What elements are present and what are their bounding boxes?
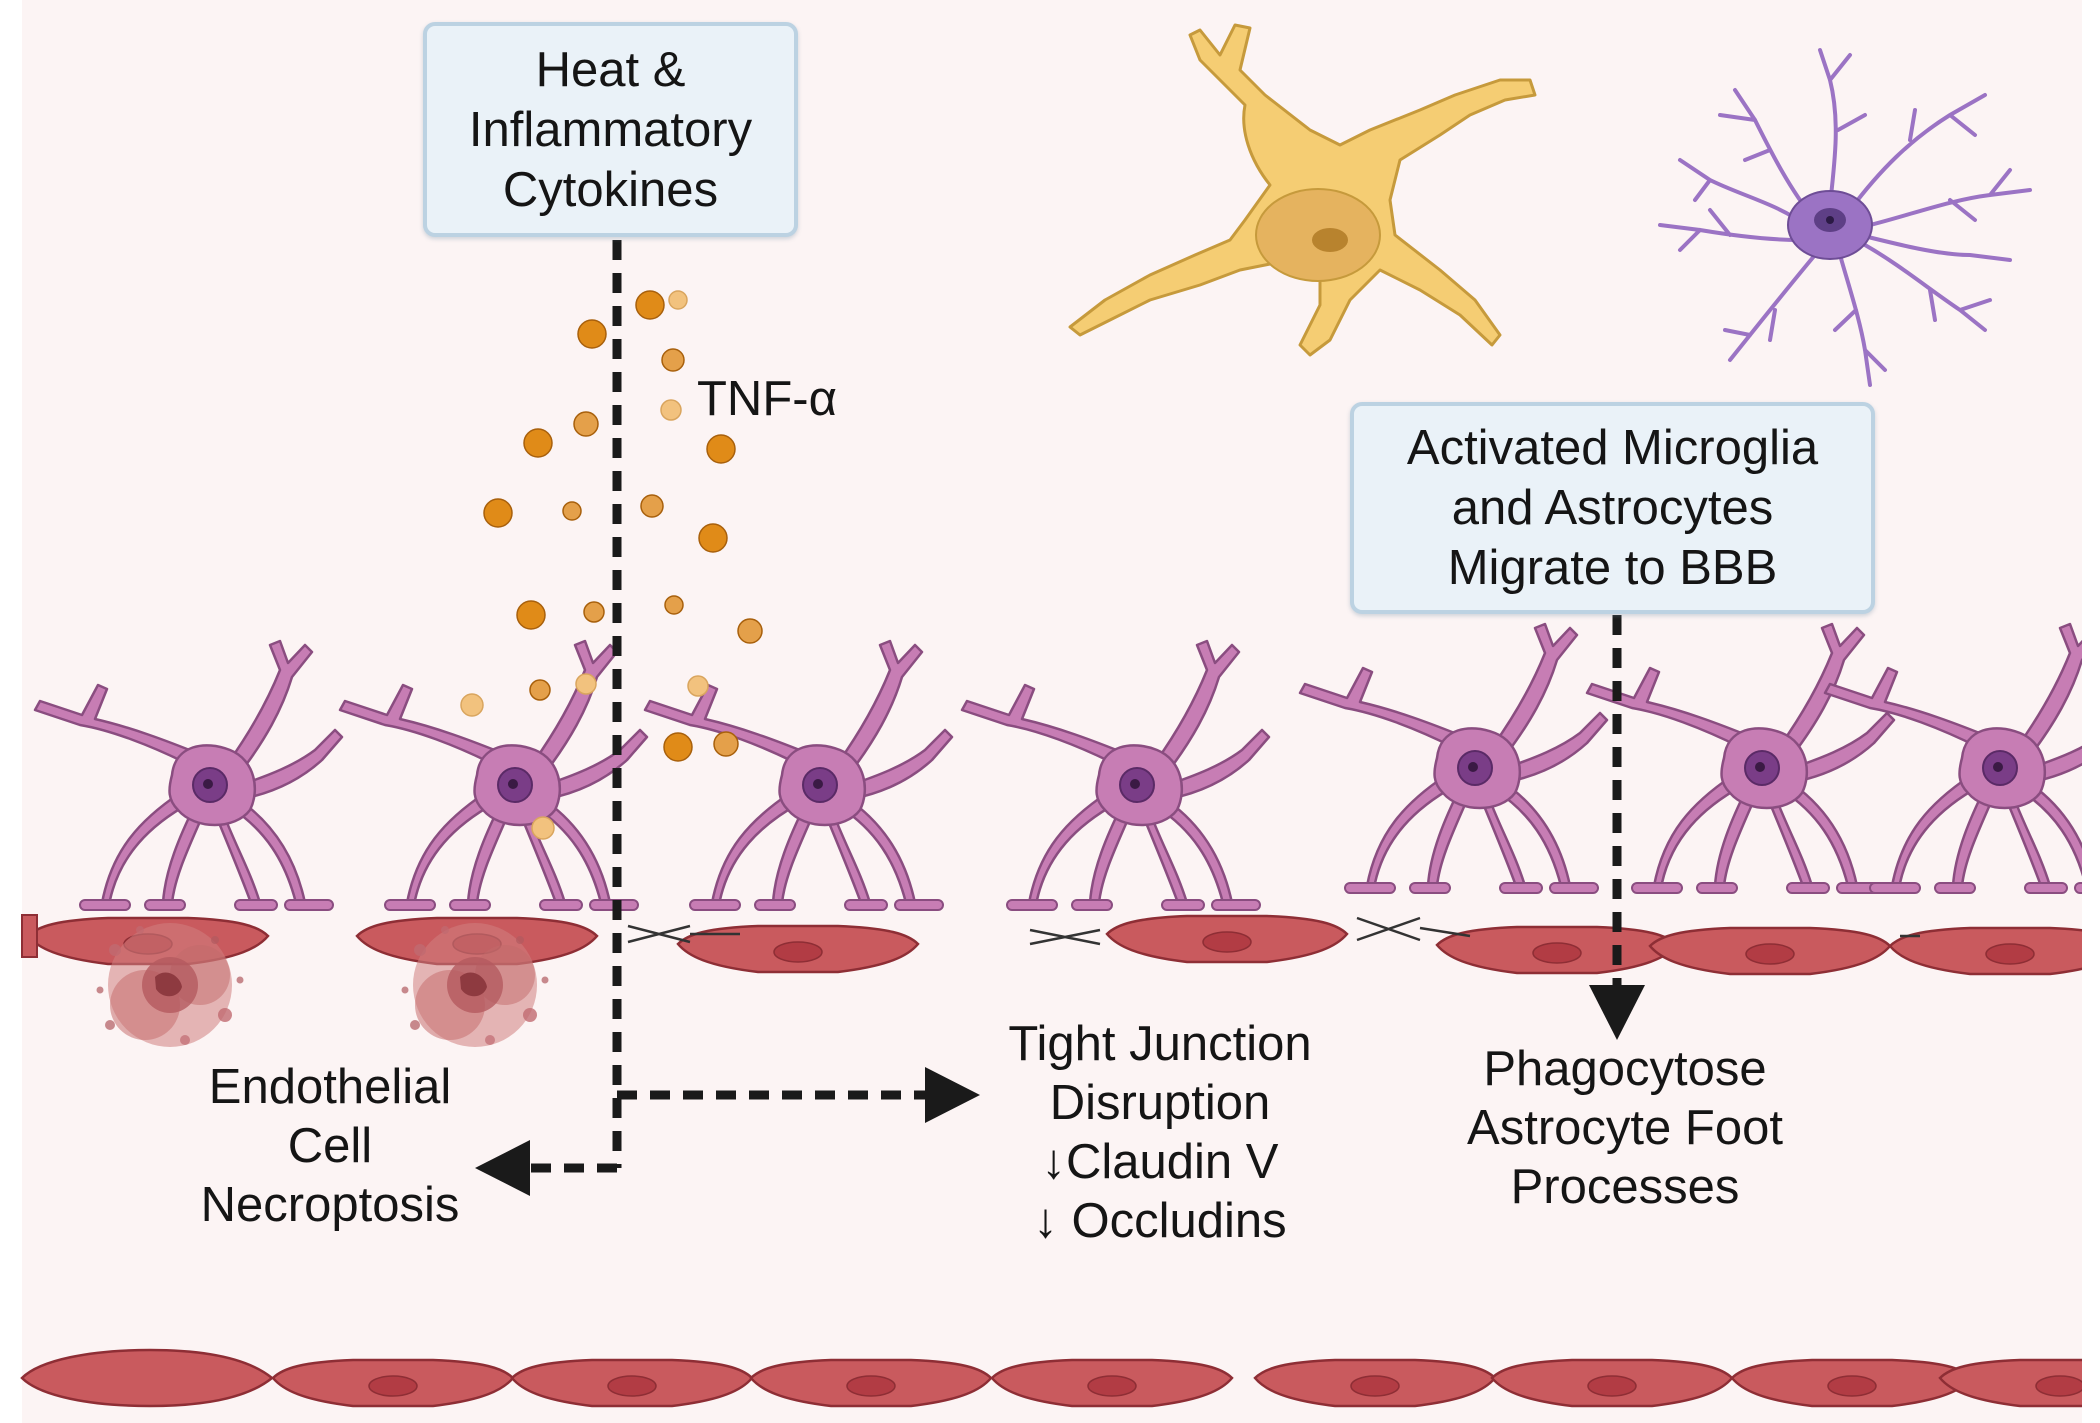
astrocyte-row [33,622,2100,912]
necroptosis-label: Endothelial Cell Necroptosis [160,1058,500,1235]
heat-cytokines-box: Heat & Inflammatory Cytokines [423,22,798,237]
tnf-alpha-particles [460,290,763,840]
tight-junction-line-3: ↓Claudin V [1041,1135,1279,1189]
microglia-cell [1068,23,1537,357]
necroptosis-line-1: Endothelial [208,1060,452,1114]
tight-junction-label: Tight Junction Disruption ↓Claudin V ↓ O… [970,1015,1350,1251]
necroptosis-line-3: Necroptosis [200,1178,460,1232]
necroptotic-cells [96,923,549,1047]
heat-cytokines-line-1: Heat & [535,42,686,97]
necroptosis-line-2: Cell [287,1119,373,1173]
tnf-alpha-label: TNF-α [697,372,837,426]
tight-junction-line-2: Disruption [1049,1076,1271,1130]
phagocytose-line-1: Phagocytose [1483,1042,1767,1096]
activated-astrocyte-cell [1658,48,2032,387]
disrupted-tight-junctions [627,916,1920,946]
phagocytose-line-2: Astrocyte Foot [1467,1101,1783,1155]
arrow-head-right [925,1067,980,1123]
bbb-endothelial-layer [21,914,2100,976]
activated-glia-line-1: Activated Microglia [1406,421,1819,475]
arrow-heads [475,985,1645,1196]
heat-cytokines-line-3: Cytokines [502,162,719,217]
arrow-head-down [1589,985,1645,1040]
tight-junction-line-4: ↓ Occludins [1033,1194,1287,1248]
pathway-arrows [530,240,1622,1173]
arrow-head-left [475,1140,530,1196]
activated-glia-box: Activated Microglia and Astrocytes Migra… [1350,402,1875,614]
activated-glia-line-2: and Astrocytes [1451,481,1774,535]
phagocytose-line-3: Processes [1510,1160,1740,1214]
heat-cytokines-line-2: Inflammatory [468,102,753,157]
tight-junction-line-1: Tight Junction [1008,1017,1312,1071]
lower-endothelial-layer [20,1348,2100,1408]
activated-astrocyte-soma [1787,190,1873,260]
activated-glia-line-3: Migrate to BBB [1447,541,1778,595]
phagocytose-label: Phagocytose Astrocyte Foot Processes [1440,1040,1810,1217]
